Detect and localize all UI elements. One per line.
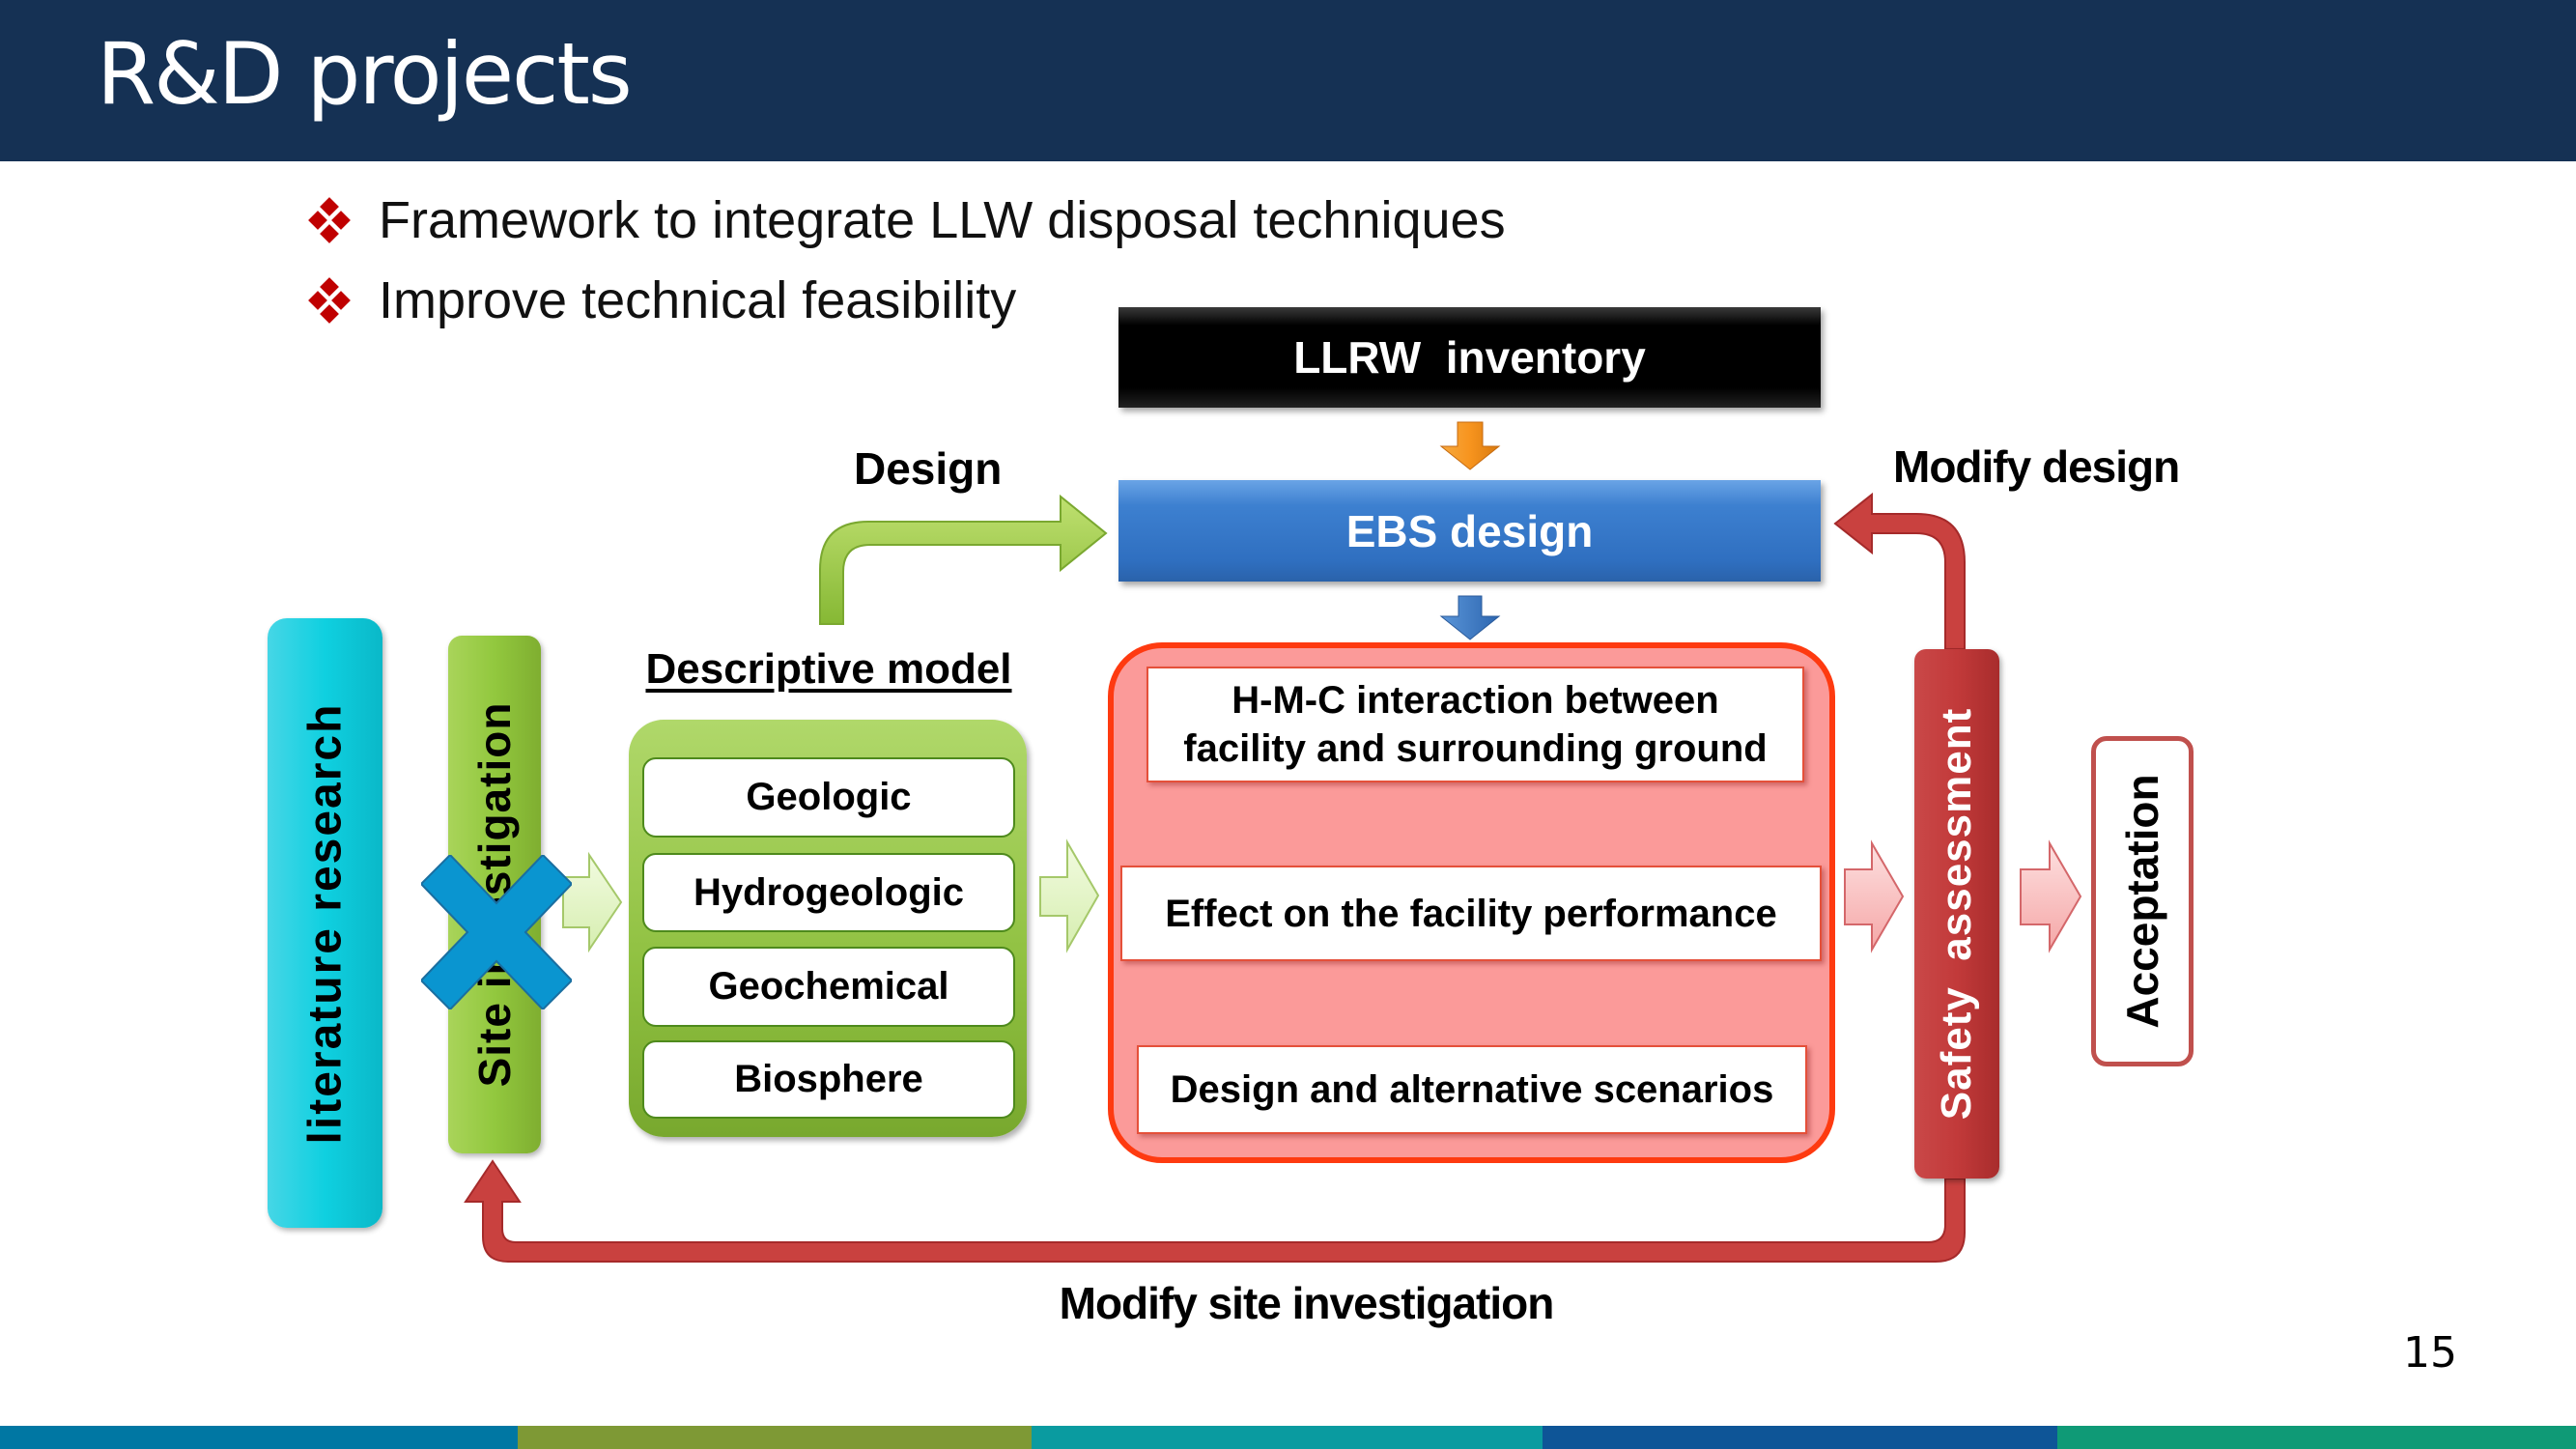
arrow-right-icon bbox=[1039, 838, 1100, 953]
design-alternative-scenarios-box: Design and alternative scenarios bbox=[1137, 1045, 1807, 1134]
biosphere-box: Biosphere bbox=[642, 1040, 1015, 1119]
geochemical-box: Geochemical bbox=[642, 947, 1015, 1027]
page-number: 15 bbox=[2403, 1328, 2457, 1378]
arrow-right-icon bbox=[1844, 839, 1905, 953]
ebs-design-box: EBS design bbox=[1118, 480, 1821, 582]
modify-site-investigation-label: Modify site investigation bbox=[1059, 1278, 1555, 1328]
modify-design-label: Modify design bbox=[1893, 441, 2180, 492]
footer-stripe-segment bbox=[1543, 1426, 2057, 1449]
safety-assessment-label: Safety assessment bbox=[1933, 707, 1980, 1121]
arrow-right-icon bbox=[562, 851, 623, 953]
diamond-bullet-icon bbox=[307, 197, 352, 243]
bullet-item: Improve technical feasibility bbox=[307, 267, 1016, 334]
cross-out-icon bbox=[421, 855, 572, 1009]
footer-stripe-segment bbox=[1032, 1426, 1543, 1449]
footer-stripe-segment bbox=[0, 1426, 518, 1449]
modify-site-arrow-icon bbox=[464, 1159, 1966, 1263]
arrow-right-icon bbox=[2020, 839, 2082, 953]
llrw-inventory-box: LLRW inventory bbox=[1118, 307, 1821, 408]
design-label: Design bbox=[854, 443, 1003, 494]
title-bar bbox=[0, 0, 2576, 161]
modify-design-arrow-icon bbox=[1833, 492, 1966, 650]
acceptation-label: Acceptation bbox=[2117, 774, 2167, 1029]
design-arrow-icon bbox=[819, 494, 1108, 625]
descriptive-model-label: Descriptive model bbox=[645, 645, 1012, 693]
bullet-item: Framework to integrate LLW disposal tech… bbox=[307, 186, 1506, 254]
literature-research-box: literature research bbox=[268, 618, 382, 1228]
footer-stripe-segment bbox=[2057, 1426, 2576, 1449]
bullet-text: Framework to integrate LLW disposal tech… bbox=[379, 191, 1506, 249]
diamond-bullet-icon bbox=[307, 277, 352, 324]
geologic-box: Geologic bbox=[642, 757, 1015, 838]
arrow-down-icon bbox=[1439, 595, 1501, 640]
hmc-interaction-box: H-M-C interaction between facility and s… bbox=[1146, 667, 1804, 782]
hmc-interaction-text: H-M-C interaction between facility and s… bbox=[1183, 679, 1768, 770]
safety-assessment-box: Safety assessment bbox=[1914, 649, 1999, 1179]
footer-stripe-segment bbox=[518, 1426, 1032, 1449]
arrow-down-icon bbox=[1439, 421, 1501, 470]
facility-performance-box: Effect on the facility performance bbox=[1120, 866, 1822, 961]
hydrogeologic-box: Hydrogeologic bbox=[642, 853, 1015, 932]
bullet-text: Improve technical feasibility bbox=[379, 271, 1017, 329]
slide-title: R&D projects bbox=[97, 24, 633, 124]
acceptation-box: Acceptation bbox=[2091, 736, 2194, 1066]
literature-research-label: literature research bbox=[299, 702, 351, 1144]
